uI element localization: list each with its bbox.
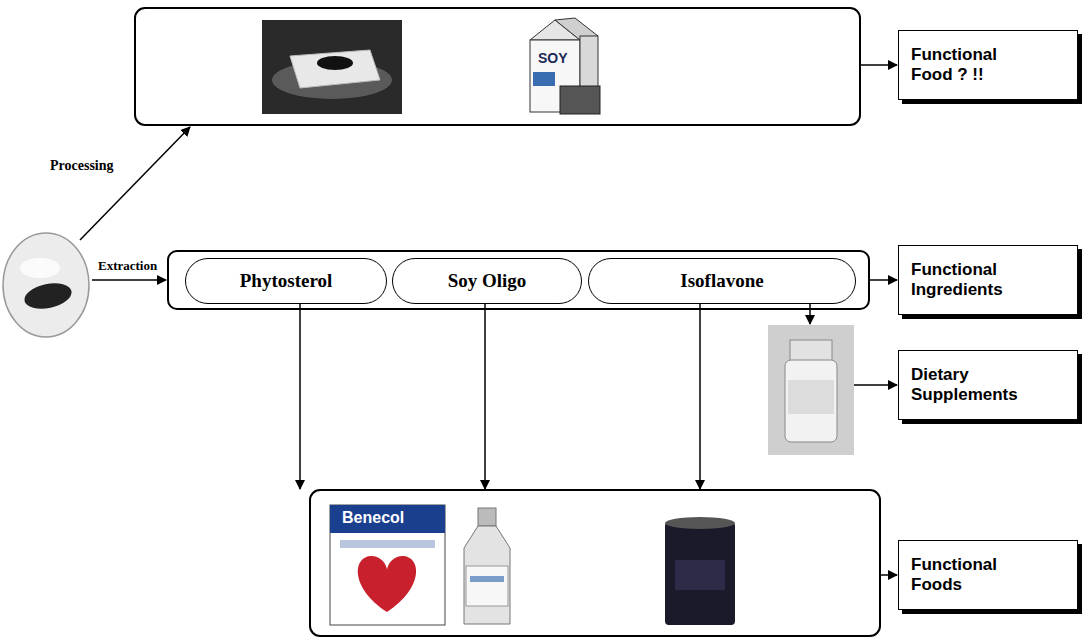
- output-box: Dietary Supplements: [898, 350, 1078, 420]
- node-text: Phytosterol: [240, 270, 333, 292]
- arrow: [880, 574, 897, 576]
- node-text: Isoflavone: [680, 270, 763, 292]
- node-text: Functional Foods: [911, 555, 1026, 594]
- node-text: Soy Oligo: [448, 270, 527, 292]
- supplement-bottle-photo: [768, 325, 854, 455]
- benecol-package: [330, 505, 445, 625]
- output-box: Functional Ingredients: [898, 245, 1078, 315]
- step-label: Processing: [50, 158, 114, 174]
- tofu-photo: [262, 20, 402, 114]
- product-panel: [135, 8, 860, 125]
- node-text: Dietary Supplements: [911, 365, 1026, 404]
- arrow: [854, 384, 897, 386]
- arrow: [484, 304, 486, 489]
- package-text: Benecol: [342, 509, 404, 527]
- ingredient-pill: Soy Oligo: [392, 258, 582, 304]
- arrow: [860, 64, 897, 66]
- node-text: Functional Ingredients: [911, 260, 1026, 299]
- ingredient-pill: Isoflavone: [588, 258, 856, 304]
- arrow: [92, 279, 166, 281]
- arrow: [809, 304, 811, 324]
- output-box: Functional Food ? !!: [898, 30, 1078, 100]
- step-label: Extraction: [98, 258, 157, 274]
- juice-bottle: [464, 508, 510, 624]
- package-text: SOY: [538, 50, 568, 66]
- soy-carton: [530, 18, 600, 114]
- product-panel: [310, 490, 880, 636]
- ingredient-pill: Phytosterol: [185, 258, 387, 304]
- node-text: Functional Food ? !!: [911, 45, 1026, 84]
- arrow: [699, 304, 701, 489]
- arrow: [80, 127, 190, 240]
- drink-can: [665, 517, 735, 625]
- output-box: Functional Foods: [898, 540, 1078, 610]
- extract-panel: Phytosterol Soy Oligo Isoflavone: [167, 250, 870, 310]
- connector-arrow: [870, 279, 897, 281]
- soybean-picture: [3, 233, 89, 337]
- arrow: [299, 304, 301, 489]
